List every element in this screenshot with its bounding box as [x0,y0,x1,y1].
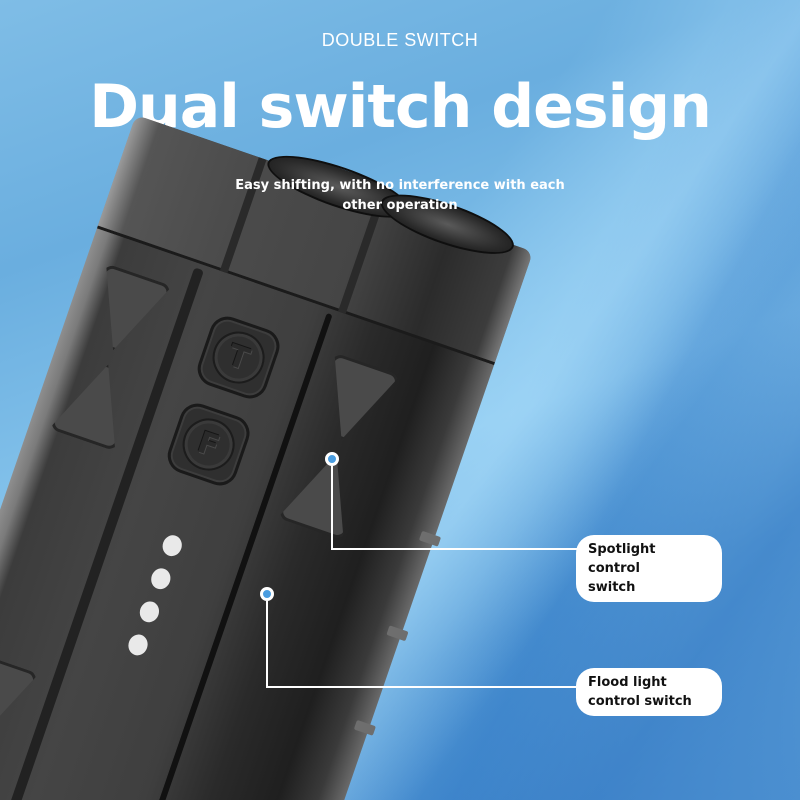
spotlight-leader-line-horizontal [331,548,579,550]
spotlight-callout-line-2: switch [588,580,636,595]
description: Easy shifting, with no interference with… [200,176,600,216]
floodlight-leader-line-horizontal [266,686,579,688]
floodlight-callout-line-2: control switch [588,694,692,709]
spotlight-leader-line-vertical [331,466,333,550]
floodlight-callout: Flood light control switch [576,668,722,716]
floodlight-callout-line-1: Flood light [588,675,667,690]
description-line-2: other operation [342,198,458,213]
switch-f-glyph: F [175,411,242,478]
switch-t-glyph: T [205,324,272,391]
floodlight-marker-dot [260,587,274,601]
description-line-1: Easy shifting, with no interference with… [235,178,565,193]
spotlight-marker-dot [325,452,339,466]
subtitle: DOUBLE SWITCH [321,30,479,50]
spotlight-callout: Spotlight control switch [576,535,722,602]
spotlight-callout-line-1: Spotlight control [588,542,656,576]
floodlight-leader-line-vertical [266,601,268,688]
page-title: Dual switch design [89,72,712,142]
